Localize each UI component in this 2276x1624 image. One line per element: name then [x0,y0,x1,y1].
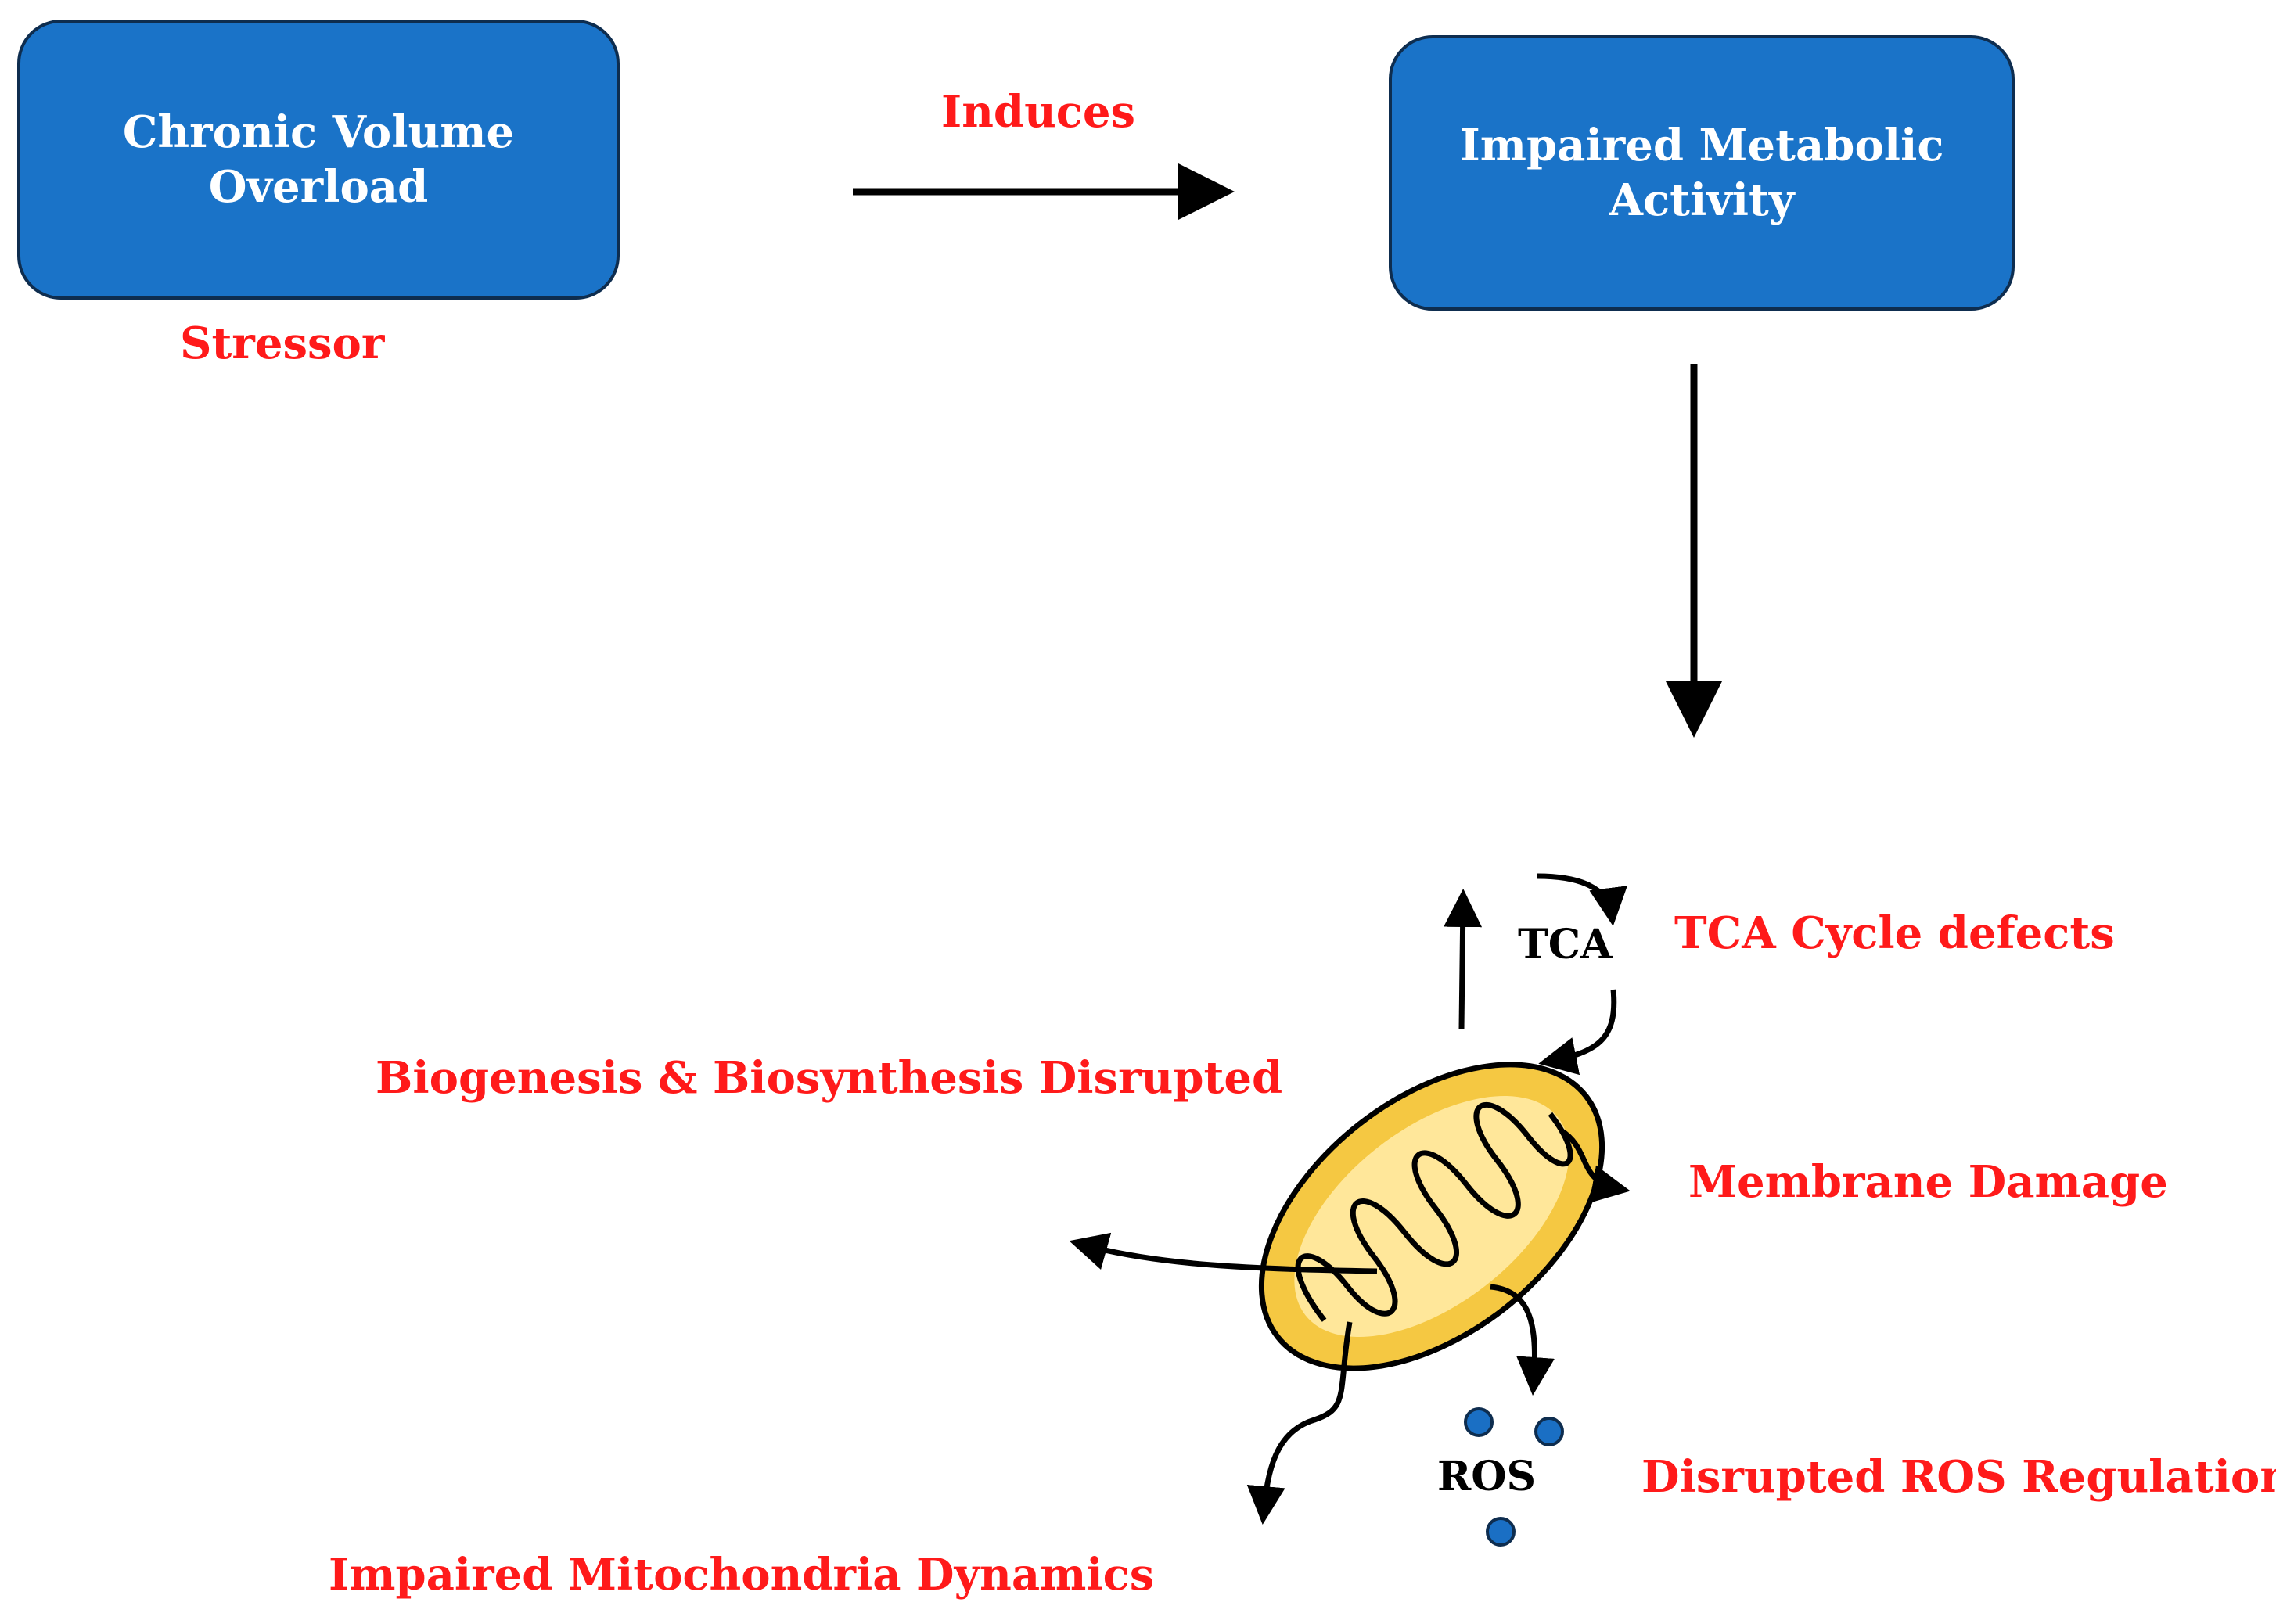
chronic-volume-overload-text: Chronic Volume Overload [122,106,515,213]
tca-text: TCA [1518,921,1613,968]
dynamics-arrow [1246,1321,1353,1525]
ros-regulation-label: Disrupted ROS Regulation [1641,1451,2276,1503]
ros-dot [1534,1417,1564,1446]
ros-text: ROS [1437,1453,1537,1500]
membrane-arrow [1559,1128,1631,1203]
membrane-damage-label: Membrane Damage [1688,1156,2168,1208]
induces-label: Induces [941,86,1136,138]
tca-cycle-arrow-right [1538,989,1617,1076]
biogenesis-label: Biogenesis & Biosynthesis Disrupted [376,1052,1283,1104]
stressor-label: Stressor [180,318,385,369]
tca-cycle-defects-label: TCA Cycle defects [1674,907,2115,959]
impaired-metabolic-activity-text: Impaired Metabolic Activity [1459,120,1944,226]
mitochondria-dynamics-label: Impaired Mitochondria Dynamics [329,1549,1155,1601]
impaired-metabolic-activity-node: Impaired Metabolic Activity [1389,35,2015,311]
tca-cycle-arrow-top [1537,873,1627,926]
mitochondria-icon [1258,1062,1605,1371]
ros-dot [1464,1407,1494,1437]
ros-arrow [1490,1284,1555,1396]
chronic-volume-overload-node: Chronic Volume Overload [17,20,620,300]
biogenesis-arrow [1069,1232,1378,1274]
tca-cycle-arrow-left [1444,889,1483,1029]
ros-dot [1486,1517,1516,1547]
